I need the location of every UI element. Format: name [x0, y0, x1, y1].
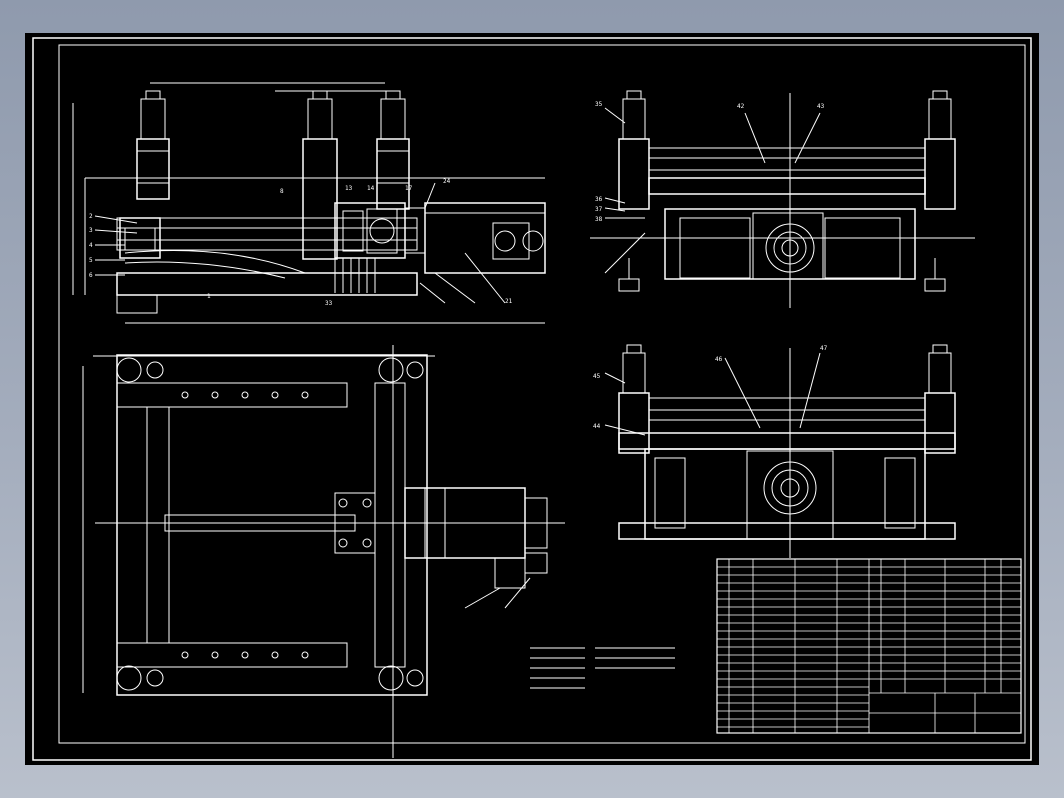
side-view-top	[590, 90, 975, 308]
front-section-view	[72, 82, 546, 324]
side-view-bottom	[604, 344, 956, 558]
balloon-label: 38	[595, 216, 603, 223]
balloon-labels-front: 2 3 4 5 6 1 8 13 14 17 24 21 33	[89, 178, 513, 307]
plan-view	[82, 345, 565, 758]
bill-of-materials	[716, 558, 1022, 734]
balloon-label: 3	[89, 227, 93, 234]
balloon-label: 8	[280, 188, 284, 195]
balloon-label: 33	[325, 300, 333, 307]
balloon-label: 4	[89, 242, 93, 249]
technical-notes	[530, 647, 675, 689]
cad-viewport[interactable]: 2 3 4 5 6 1 8 13 14 17 24 21 33 35 36 37…	[25, 33, 1039, 765]
balloon-label: 46	[715, 356, 723, 363]
sheet-border-outer	[32, 37, 1032, 761]
balloon-label: 2	[89, 213, 93, 220]
balloon-label: 35	[595, 101, 603, 108]
balloon-label: 37	[595, 206, 603, 213]
balloon-label: 1	[207, 293, 211, 300]
balloon-label: 6	[89, 272, 93, 279]
balloon-label: 24	[443, 178, 451, 185]
balloon-label: 45	[593, 373, 601, 380]
balloon-label: 5	[89, 257, 93, 264]
sheet-border-inner	[58, 44, 1026, 744]
balloon-label: 21	[505, 298, 513, 305]
balloon-label: 17	[405, 185, 413, 192]
balloon-label: 36	[595, 196, 603, 203]
balloon-label: 13	[345, 185, 353, 192]
balloon-label: 44	[593, 423, 601, 430]
balloon-label: 42	[737, 103, 745, 110]
balloon-labels-side: 35 36 37 38 42 43 45 44 46 47	[593, 101, 828, 430]
engineering-drawing: 2 3 4 5 6 1 8 13 14 17 24 21 33 35 36 37…	[32, 37, 1032, 761]
balloon-label: 14	[367, 185, 375, 192]
balloon-label: 47	[820, 345, 828, 352]
balloon-label: 43	[817, 103, 825, 110]
